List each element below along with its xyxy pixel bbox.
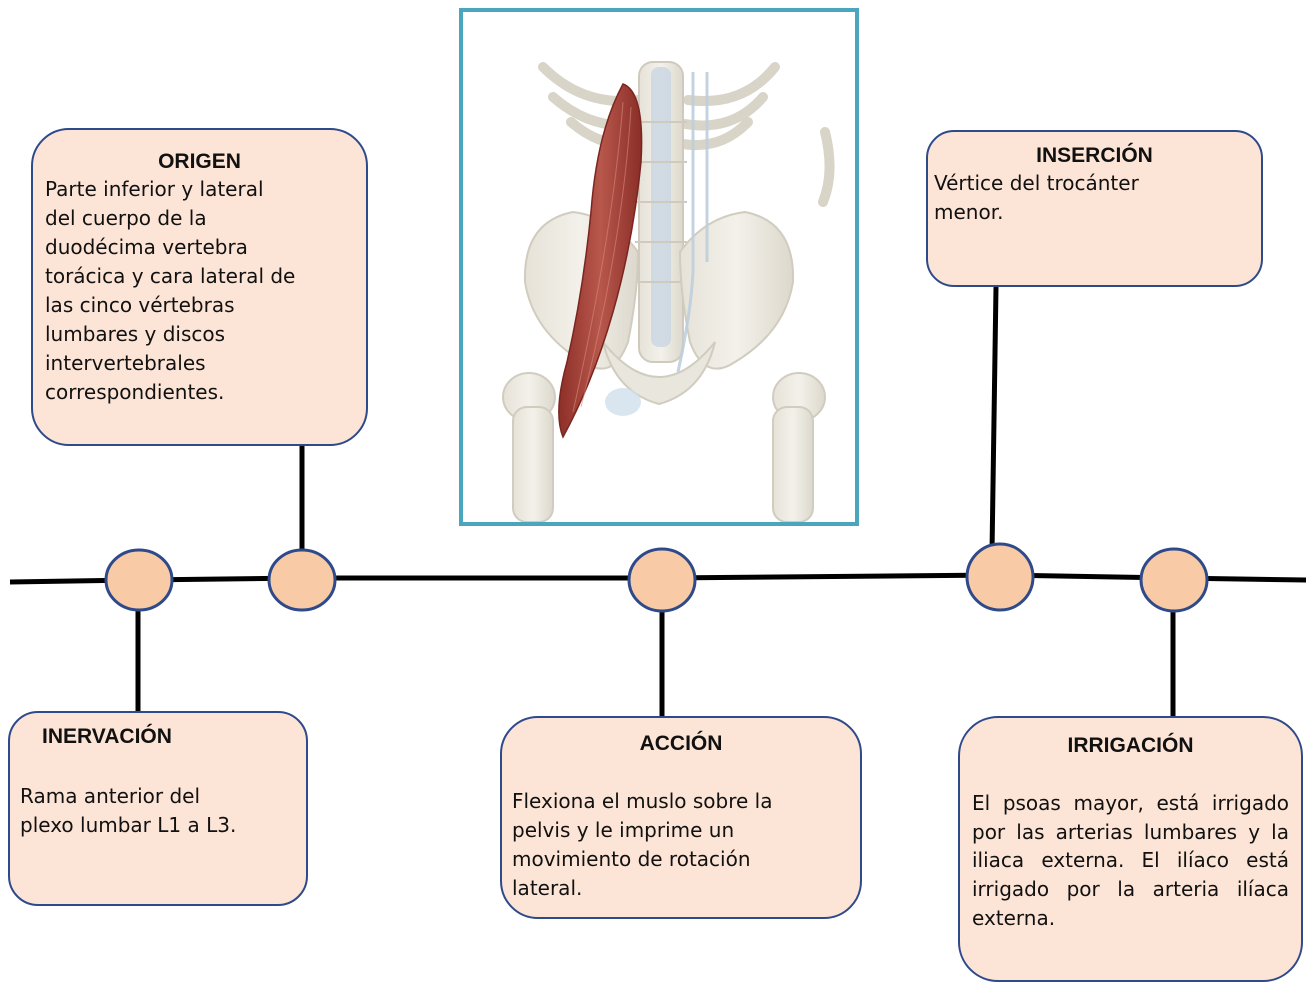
insertion-title: INSERCIÓN (1036, 144, 1153, 167)
insertion-line: menor. (934, 200, 1004, 225)
action-line: pelvis y le imprime un (512, 818, 735, 843)
innervation-box: INERVACIÓN Rama anterior del plexo lumba… (8, 711, 308, 906)
insertion-line: Vértice del trocánter (934, 171, 1139, 196)
action-line: Flexiona el muslo sobre la (512, 789, 773, 814)
blood-supply-text: El psoas mayor, está irrigado por las ar… (972, 791, 1289, 930)
action-line: lateral. (512, 876, 583, 901)
blood-supply-box: IRRIGACIÓN El psoas mayor, está irrigado… (958, 716, 1303, 982)
origin-line: correspondientes. (45, 380, 225, 405)
origin-line: Parte inferior y lateral (45, 177, 264, 202)
action-title: ACCIÓN (639, 732, 723, 755)
timeline-node-origen (267, 548, 337, 612)
origin-line: las cinco vértebras (45, 293, 235, 318)
timeline-node-inervacion (104, 548, 174, 612)
pelvis-right (678, 210, 795, 370)
psoas-muscle (558, 83, 643, 439)
action-box: ACCIÓN Flexiona el muslo sobre la pelvis… (500, 716, 862, 919)
spine (635, 61, 687, 363)
origin-title: ORIGEN (158, 150, 241, 173)
origin-line: del cuerpo de la (45, 206, 207, 231)
rib-cage (538, 62, 835, 207)
insertion-box: INSERCIÓN Vértice del trocánter menor. (926, 130, 1263, 287)
psoas-muscle-illustration (459, 8, 859, 526)
innervation-line: Rama anterior del (20, 784, 201, 809)
timeline-node-insercion (965, 542, 1035, 612)
action-line: movimiento de rotación (512, 847, 751, 872)
timeline-node-accion (627, 547, 697, 613)
blood-supply-title: IRRIGACIÓN (1067, 734, 1194, 757)
origin-line: lumbares y discos (45, 322, 226, 347)
femurs (502, 372, 826, 522)
connector-insercion (989, 286, 999, 553)
origin-line: torácica y cara lateral de (45, 264, 296, 289)
timeline-node-irrigacion (1139, 547, 1209, 613)
origin-line: intervertebrales (45, 351, 206, 376)
origin-line: duodécima vertebra (45, 235, 248, 260)
innervation-line: plexo lumbar L1 a L3. (20, 813, 237, 838)
pelvic-floor (602, 341, 716, 406)
origin-box: ORIGEN Parte inferior y lateral del cuer… (31, 128, 368, 446)
innervation-title: INERVACIÓN (42, 725, 172, 748)
